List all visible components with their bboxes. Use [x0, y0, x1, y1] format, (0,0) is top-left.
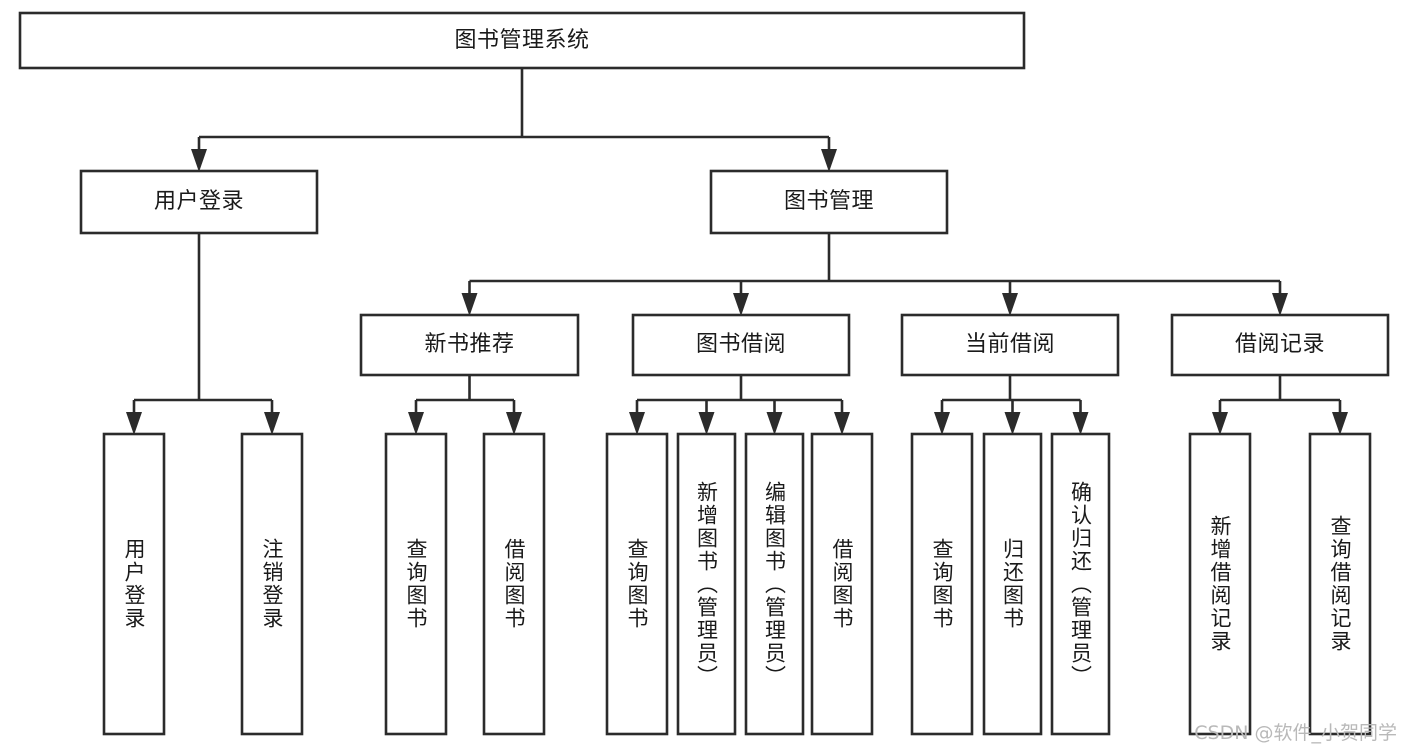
- node-box-borrow-record[interactable]: [1170, 313, 1390, 377]
- node-box-leaf-query-book-cur[interactable]: [910, 432, 974, 736]
- node-box-user-login[interactable]: [79, 169, 319, 235]
- node-box-leaf-query-book-rec[interactable]: [384, 432, 448, 736]
- node-box-leaf-add-record[interactable]: [1188, 432, 1252, 736]
- node-box-book-borrow[interactable]: [631, 313, 851, 377]
- node-box-leaf-user-logout[interactable]: [240, 432, 304, 736]
- node-box-leaf-edit-book[interactable]: [744, 432, 805, 736]
- node-box-leaf-borrow-book[interactable]: [810, 432, 874, 736]
- node-box-leaf-return-book[interactable]: [982, 432, 1043, 736]
- node-box-book-manage[interactable]: [709, 169, 949, 235]
- node-box-leaf-confirm-return[interactable]: [1050, 432, 1111, 736]
- node-box-new-book-rec[interactable]: [359, 313, 580, 377]
- node-box-leaf-add-book[interactable]: [676, 432, 737, 736]
- node-box-leaf-query-record[interactable]: [1308, 432, 1372, 736]
- node-box-leaf-user-login[interactable]: [102, 432, 166, 736]
- node-box-root[interactable]: [18, 11, 1026, 70]
- node-box-current-borrow[interactable]: [900, 313, 1120, 377]
- node-box-leaf-borrow-book-rec[interactable]: [482, 432, 546, 736]
- node-box-leaf-query-book-borrow[interactable]: [605, 432, 669, 736]
